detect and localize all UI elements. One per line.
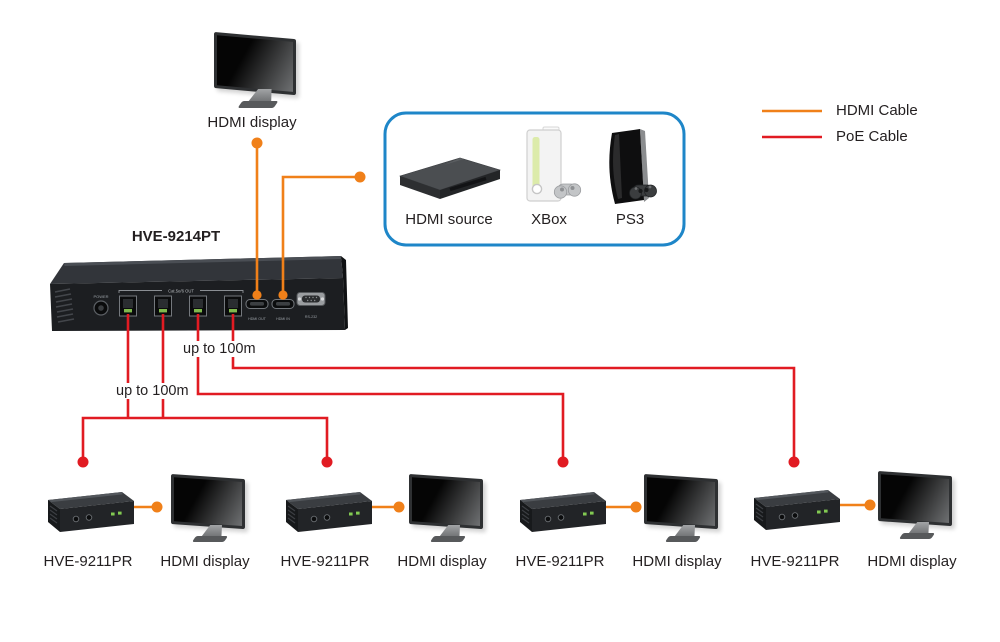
- receiver-display-label-4: HDMI display: [867, 553, 957, 570]
- hdmi-source-icon: [399, 157, 501, 199]
- rj45-port-2: [154, 295, 172, 317]
- legend-poe-label: PoE Cable: [836, 128, 908, 145]
- rj45-port-4: [224, 295, 242, 317]
- source-group-border: [383, 111, 686, 247]
- rj45-port-3: [189, 295, 207, 317]
- receiver-display-label-3: HDMI display: [632, 553, 722, 570]
- rj45-port-1: [119, 295, 137, 317]
- distance-label-upper: up to 100m: [180, 341, 259, 357]
- rj45-ports: [119, 295, 242, 317]
- receiver-display-label-2: HDMI display: [397, 553, 487, 570]
- rs232-label: RS-232: [305, 315, 317, 319]
- receiver-model-label-2: HVE-9211PR: [280, 553, 370, 570]
- hdmi-out-port-icon: [245, 299, 269, 309]
- port-group-label: Cat.5e/6 OUT: [168, 289, 194, 294]
- ps3-label: PS3: [615, 211, 645, 228]
- poe-cable-branch-1-2: [81, 416, 329, 461]
- monitor-frame: [214, 32, 296, 96]
- xbox-icon: [526, 126, 582, 202]
- hdmi-in-label: HDMI IN: [276, 317, 290, 321]
- source-group-box: [383, 111, 686, 247]
- ps3-controller-icon: [629, 184, 657, 200]
- port-group-bracket: [118, 290, 244, 293]
- distance-label-lower: up to 100m: [113, 383, 192, 399]
- power-label: POWER: [93, 294, 108, 299]
- legend-hdmi-label: HDMI Cable: [836, 102, 918, 119]
- hdmi-source-label: HDMI source: [405, 211, 493, 228]
- receiver-icon-3: [520, 492, 606, 532]
- power-jack-pin: [98, 305, 104, 311]
- receiver-model-label-3: HVE-9211PR: [515, 553, 605, 570]
- rs232-port-icon: [296, 292, 326, 306]
- ps3-icon: [609, 129, 657, 204]
- receiver-icon-1: [48, 492, 134, 532]
- receiver-icon-4: [754, 490, 840, 530]
- transmitter-model-label: HVE-9214PT: [131, 228, 221, 245]
- receiver-display-label-1: HDMI display: [160, 553, 250, 570]
- receiver-model-label-1: HVE-9211PR: [43, 553, 133, 570]
- hdmi-out-label: HDMI OUT: [248, 317, 267, 321]
- xbox-controller-icon: [553, 183, 582, 199]
- poe-cable-dots: [77, 456, 800, 468]
- receiver-icon-2: [286, 492, 372, 532]
- transmitter-vents: [54, 288, 75, 323]
- monitor-screen: [217, 35, 293, 92]
- hdmi-in-port-icon: [271, 299, 295, 309]
- monitor-base: [237, 101, 279, 108]
- top-display-label: HDMI display: [207, 114, 297, 131]
- transmitter-top-edge: [64, 256, 342, 266]
- receiver-model-label-4: HVE-9211PR: [750, 553, 840, 570]
- transmitter-device-icon: POWER Cat.5e/6 OUT: [50, 256, 348, 331]
- xbox-label: XBox: [531, 211, 567, 228]
